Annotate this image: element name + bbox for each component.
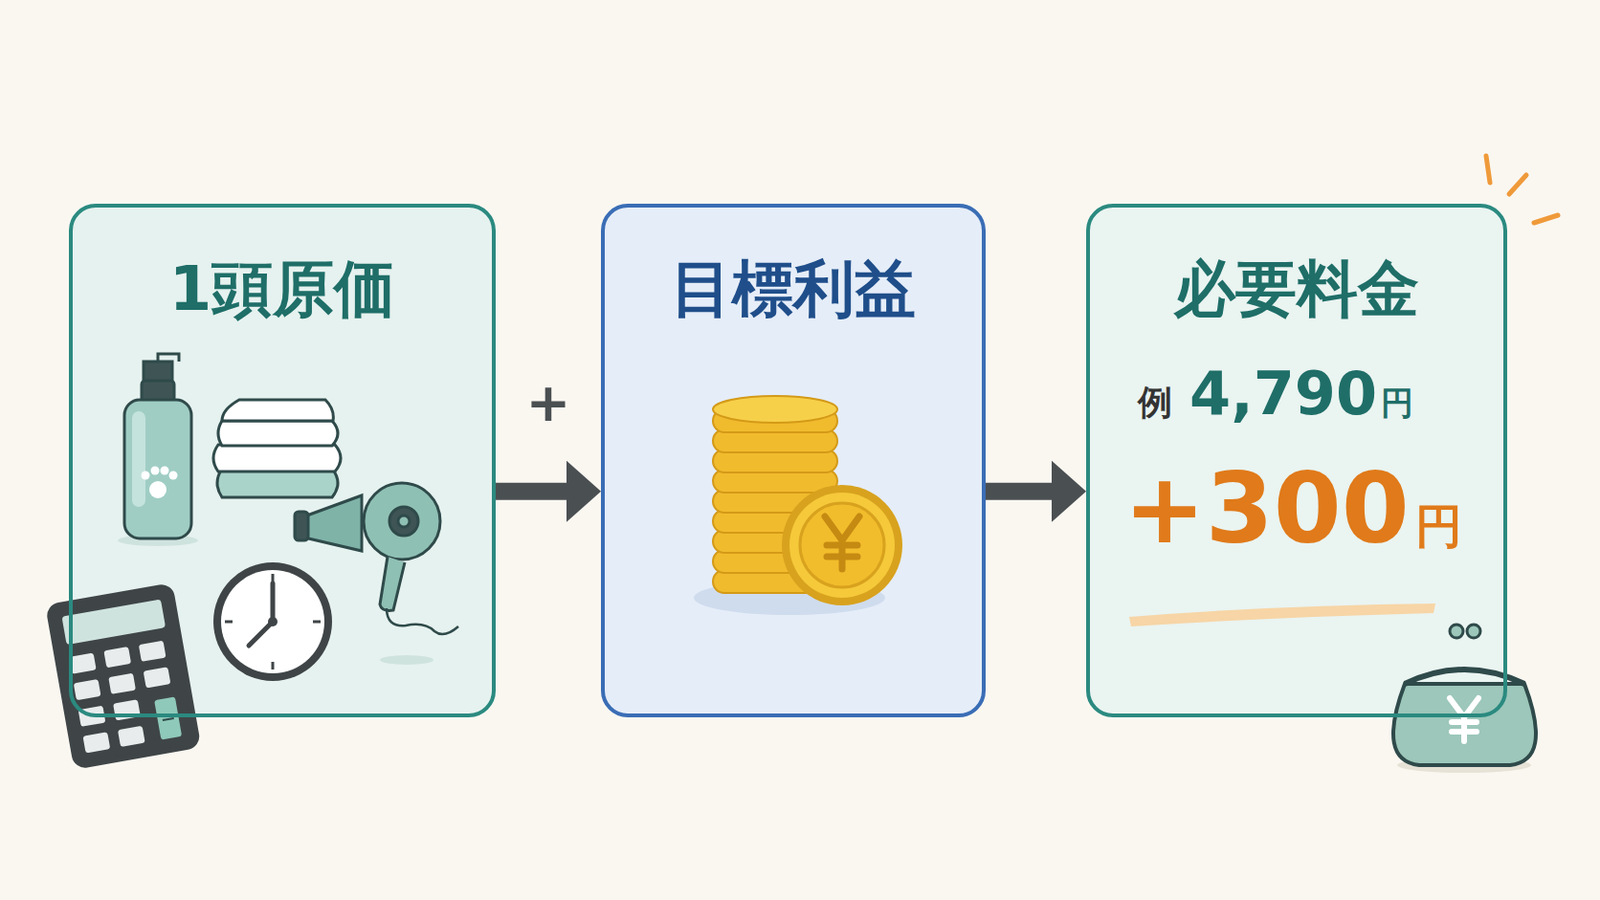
flow-arrow <box>985 461 1087 523</box>
example-mark: 例 <box>1137 379 1173 427</box>
coin-top <box>712 396 838 423</box>
calculator-key <box>103 646 132 668</box>
flow-arrow <box>495 461 601 523</box>
increase-row: +300円 <box>1089 451 1496 567</box>
coin-stack <box>693 396 903 616</box>
purse <box>1393 624 1536 774</box>
calculator-key <box>73 679 102 701</box>
shampoo-bottle <box>117 354 199 547</box>
calculator-key <box>83 732 112 754</box>
calculator-key <box>68 653 97 675</box>
towel-stack <box>213 400 341 498</box>
box-heading: 1頭原価 <box>72 255 492 323</box>
box-heading: 必要料金 <box>1089 255 1504 323</box>
box-heading: 目標利益 <box>604 255 982 323</box>
edge-label: + <box>526 376 572 430</box>
calculator-key <box>108 673 136 695</box>
process-box: 1頭原価 <box>68 203 496 718</box>
example-row: 例 4,790円 <box>1137 358 1414 429</box>
sparkle-lines <box>1486 155 1558 223</box>
price-value: 4,790 <box>1189 358 1378 429</box>
calculator-key <box>112 699 141 721</box>
increase-value: +300 <box>1123 451 1410 567</box>
box-fill <box>1086 203 1508 718</box>
calculator-key <box>117 726 146 748</box>
process-box: 目標利益 <box>600 203 986 718</box>
highlight-stroke <box>1129 603 1436 627</box>
calculator-key <box>138 641 167 663</box>
calculator-key <box>143 666 172 689</box>
clock <box>213 562 333 682</box>
process-box: 必要料金例4,790円+300円 <box>1086 203 1508 718</box>
box-fill <box>600 203 986 718</box>
yen-unit: 円 <box>1415 495 1463 559</box>
yen-unit: 円 <box>1380 381 1414 426</box>
